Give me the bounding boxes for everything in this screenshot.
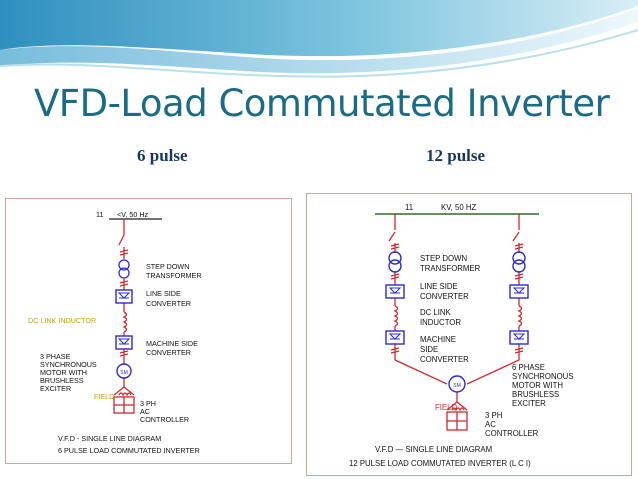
- header-wave-banner: [0, 0, 638, 80]
- dc-inductor-label-1: DC LINK: [420, 308, 452, 317]
- line-conv-label-2: CONVERTER: [420, 292, 469, 301]
- feed-to-motor-left: [394, 359, 448, 385]
- wave-band-1: [0, 0, 638, 57]
- field-winding: [451, 407, 465, 412]
- supply-rating: KV, 50 HZ: [441, 203, 476, 212]
- thyristor-icon: [117, 292, 131, 299]
- slide-title: VFD-Load Commutated Inverter: [34, 82, 610, 125]
- motor-label-5: EXCITER: [512, 399, 546, 408]
- field-label: FIELD: [435, 403, 457, 412]
- machine-conv-label-1: MACHINE: [420, 335, 456, 344]
- breaker-switch-right: [512, 231, 520, 242]
- feed-to-motor-right: [466, 359, 520, 385]
- motor-symbol: SM: [453, 383, 461, 389]
- line-conv-label-1: LINE SIDE: [420, 282, 458, 291]
- twelve-pulse-schematic: SM 11 KV, 50 HZ STEP DOWN TRANSFORMER LI…: [349, 203, 574, 468]
- motor-symbol: SM: [120, 370, 128, 376]
- thyristor-icon: [388, 333, 402, 340]
- transformer-primary-coil: [118, 259, 130, 271]
- machine-conv-label-2: CONVERTER: [146, 348, 191, 357]
- caption-line-1: V.F.D - SINGLE LINE DIAGRAM: [58, 434, 161, 443]
- transformer-label-1: STEP DOWN: [420, 254, 467, 263]
- wave-line: [0, 29, 638, 78]
- ac-ctrl-label-2: AC: [485, 420, 496, 429]
- thyristor-icon: [117, 338, 131, 345]
- ac-ctrl-label-1: 3 PH: [140, 399, 156, 408]
- six-pulse-schematic: SM 11 <V, 50 Hz STEP DOWN TRANSFORMER LI…: [28, 210, 202, 455]
- transformer-label-1: STEP DOWN: [146, 262, 189, 271]
- line-side-converter-box: [115, 289, 133, 304]
- dc-link-inductor-coil: [122, 311, 128, 333]
- line-conv-label-1: LINE SIDE: [146, 289, 181, 298]
- wave-band-2: [0, 8, 638, 74]
- motor-label-1: 6 PHASE: [512, 363, 545, 372]
- motor-label-3: MOTOR WITH: [40, 368, 87, 377]
- ac-ctrl-label-1: 3 PH: [485, 411, 502, 420]
- six-pulse-diagram: SM 11 <V, 50 Hz STEP DOWN TRANSFORMER LI…: [5, 198, 292, 464]
- line-converter-left-box: [385, 284, 405, 299]
- ac-ctrl-label-3: CONTROLLER: [140, 415, 189, 424]
- transformer-label-2: TRANSFORMER: [146, 271, 202, 280]
- ac-ctrl-label-3: CONTROLLER: [485, 429, 539, 438]
- machine-converter-left-box: [385, 330, 405, 345]
- machine-conv-label-2: SIDE: [420, 345, 438, 354]
- subtitle-6-pulse: 6 pulse: [137, 146, 188, 165]
- field-label: FIELD: [94, 392, 114, 401]
- transformer-left-secondary: [388, 259, 402, 273]
- machine-side-converter-box: [115, 335, 133, 350]
- caption-line-2: 12 PULSE LOAD COMMUTATED INVERTER (L C I…: [349, 459, 531, 468]
- transformer-label-2: TRANSFORMER: [420, 264, 481, 273]
- synchronous-motor-icon: [448, 375, 466, 393]
- motor-label-4: BRUSHLESS: [512, 390, 559, 399]
- motor-label-3: MOTOR WITH: [512, 381, 563, 390]
- twelve-pulse-diagram: SM 11 KV, 50 HZ STEP DOWN TRANSFORMER LI…: [306, 193, 632, 476]
- ac-ctrl-label-2: AC: [140, 407, 150, 416]
- motor-label-2: SYNCHRONOUS: [40, 360, 97, 369]
- breaker-switch-left: [388, 231, 396, 242]
- machine-conv-label-1: MACHINE SIDE: [146, 339, 198, 348]
- machine-conv-label-3: CONVERTER: [420, 355, 469, 364]
- thyristor-icon: [512, 333, 526, 340]
- machine-converter-right-box: [509, 330, 529, 345]
- thyristor-icon: [512, 287, 526, 294]
- supply-number: 11: [405, 203, 413, 212]
- motor-label-2: SYNCHRONOUS: [512, 372, 574, 381]
- motor-label-1: 3 PHASE: [40, 352, 71, 361]
- motor-label-4: BRUSHLESS: [40, 376, 84, 385]
- thyristor-icon: [388, 287, 402, 294]
- caption-line-2: 6 PULSE LOAD COMMUTATED INVERTER: [58, 446, 200, 455]
- dc-inductor-coil-right: [517, 305, 523, 327]
- dc-link-inductor-label: DC LINK INDUCTOR: [28, 316, 96, 325]
- dc-inductor-coil-left: [393, 305, 399, 327]
- caption-line-1: V.F.D — SINGLE LINE DIAGRAM: [375, 445, 492, 454]
- supply-number: 11: [96, 210, 103, 219]
- motor-label-5: EXCITER: [40, 384, 71, 393]
- dc-inductor-label-2: INDUCTOR: [420, 318, 461, 327]
- synchronous-motor-icon: [116, 363, 132, 379]
- supply-rating: <V, 50 Hz: [117, 210, 149, 219]
- field-winding: [118, 392, 132, 397]
- line-conv-label-2: CONVERTER: [146, 299, 191, 308]
- breaker-switch: [118, 234, 125, 246]
- transformer-left-primary: [388, 251, 402, 265]
- transformer-right-primary: [512, 251, 526, 265]
- line-converter-right-box: [509, 284, 529, 299]
- transformer-right-secondary: [512, 259, 526, 273]
- subtitle-12-pulse: 12 pulse: [426, 146, 486, 165]
